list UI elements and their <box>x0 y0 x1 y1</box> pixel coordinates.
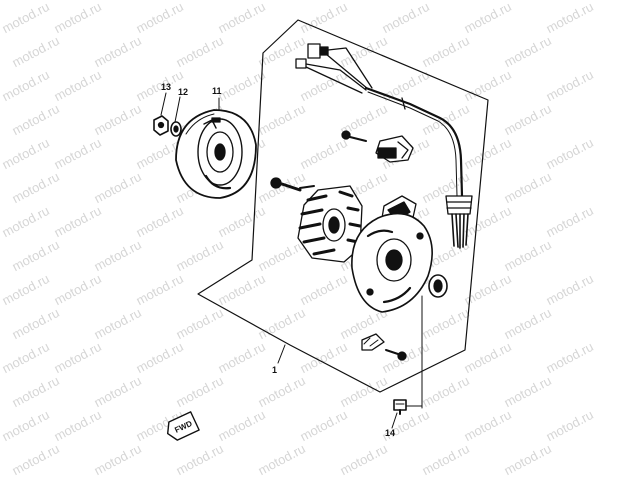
oil-seal <box>428 274 448 298</box>
assembly-boundary-frame <box>197 19 489 393</box>
nut-13 <box>153 115 169 136</box>
callout-14: 14 <box>385 428 395 438</box>
callout-11: 11 <box>212 86 222 96</box>
base-plate <box>351 212 433 313</box>
leader-lines <box>160 92 423 429</box>
flywheel-rotor <box>175 109 257 199</box>
wire-clamp <box>361 333 407 361</box>
wire-harness <box>295 43 473 249</box>
bolt-14 <box>393 399 407 415</box>
fwd-direction-marker: FWD <box>166 411 200 441</box>
exploded-parts-diagram: FWD 13 12 11 1 14 <box>153 19 489 441</box>
washer-12 <box>170 121 182 137</box>
callout-13: 13 <box>161 82 171 92</box>
callout-12: 12 <box>178 87 188 97</box>
callout-1: 1 <box>272 365 277 375</box>
stator-coil <box>270 177 363 263</box>
pickup-coil <box>341 130 414 163</box>
